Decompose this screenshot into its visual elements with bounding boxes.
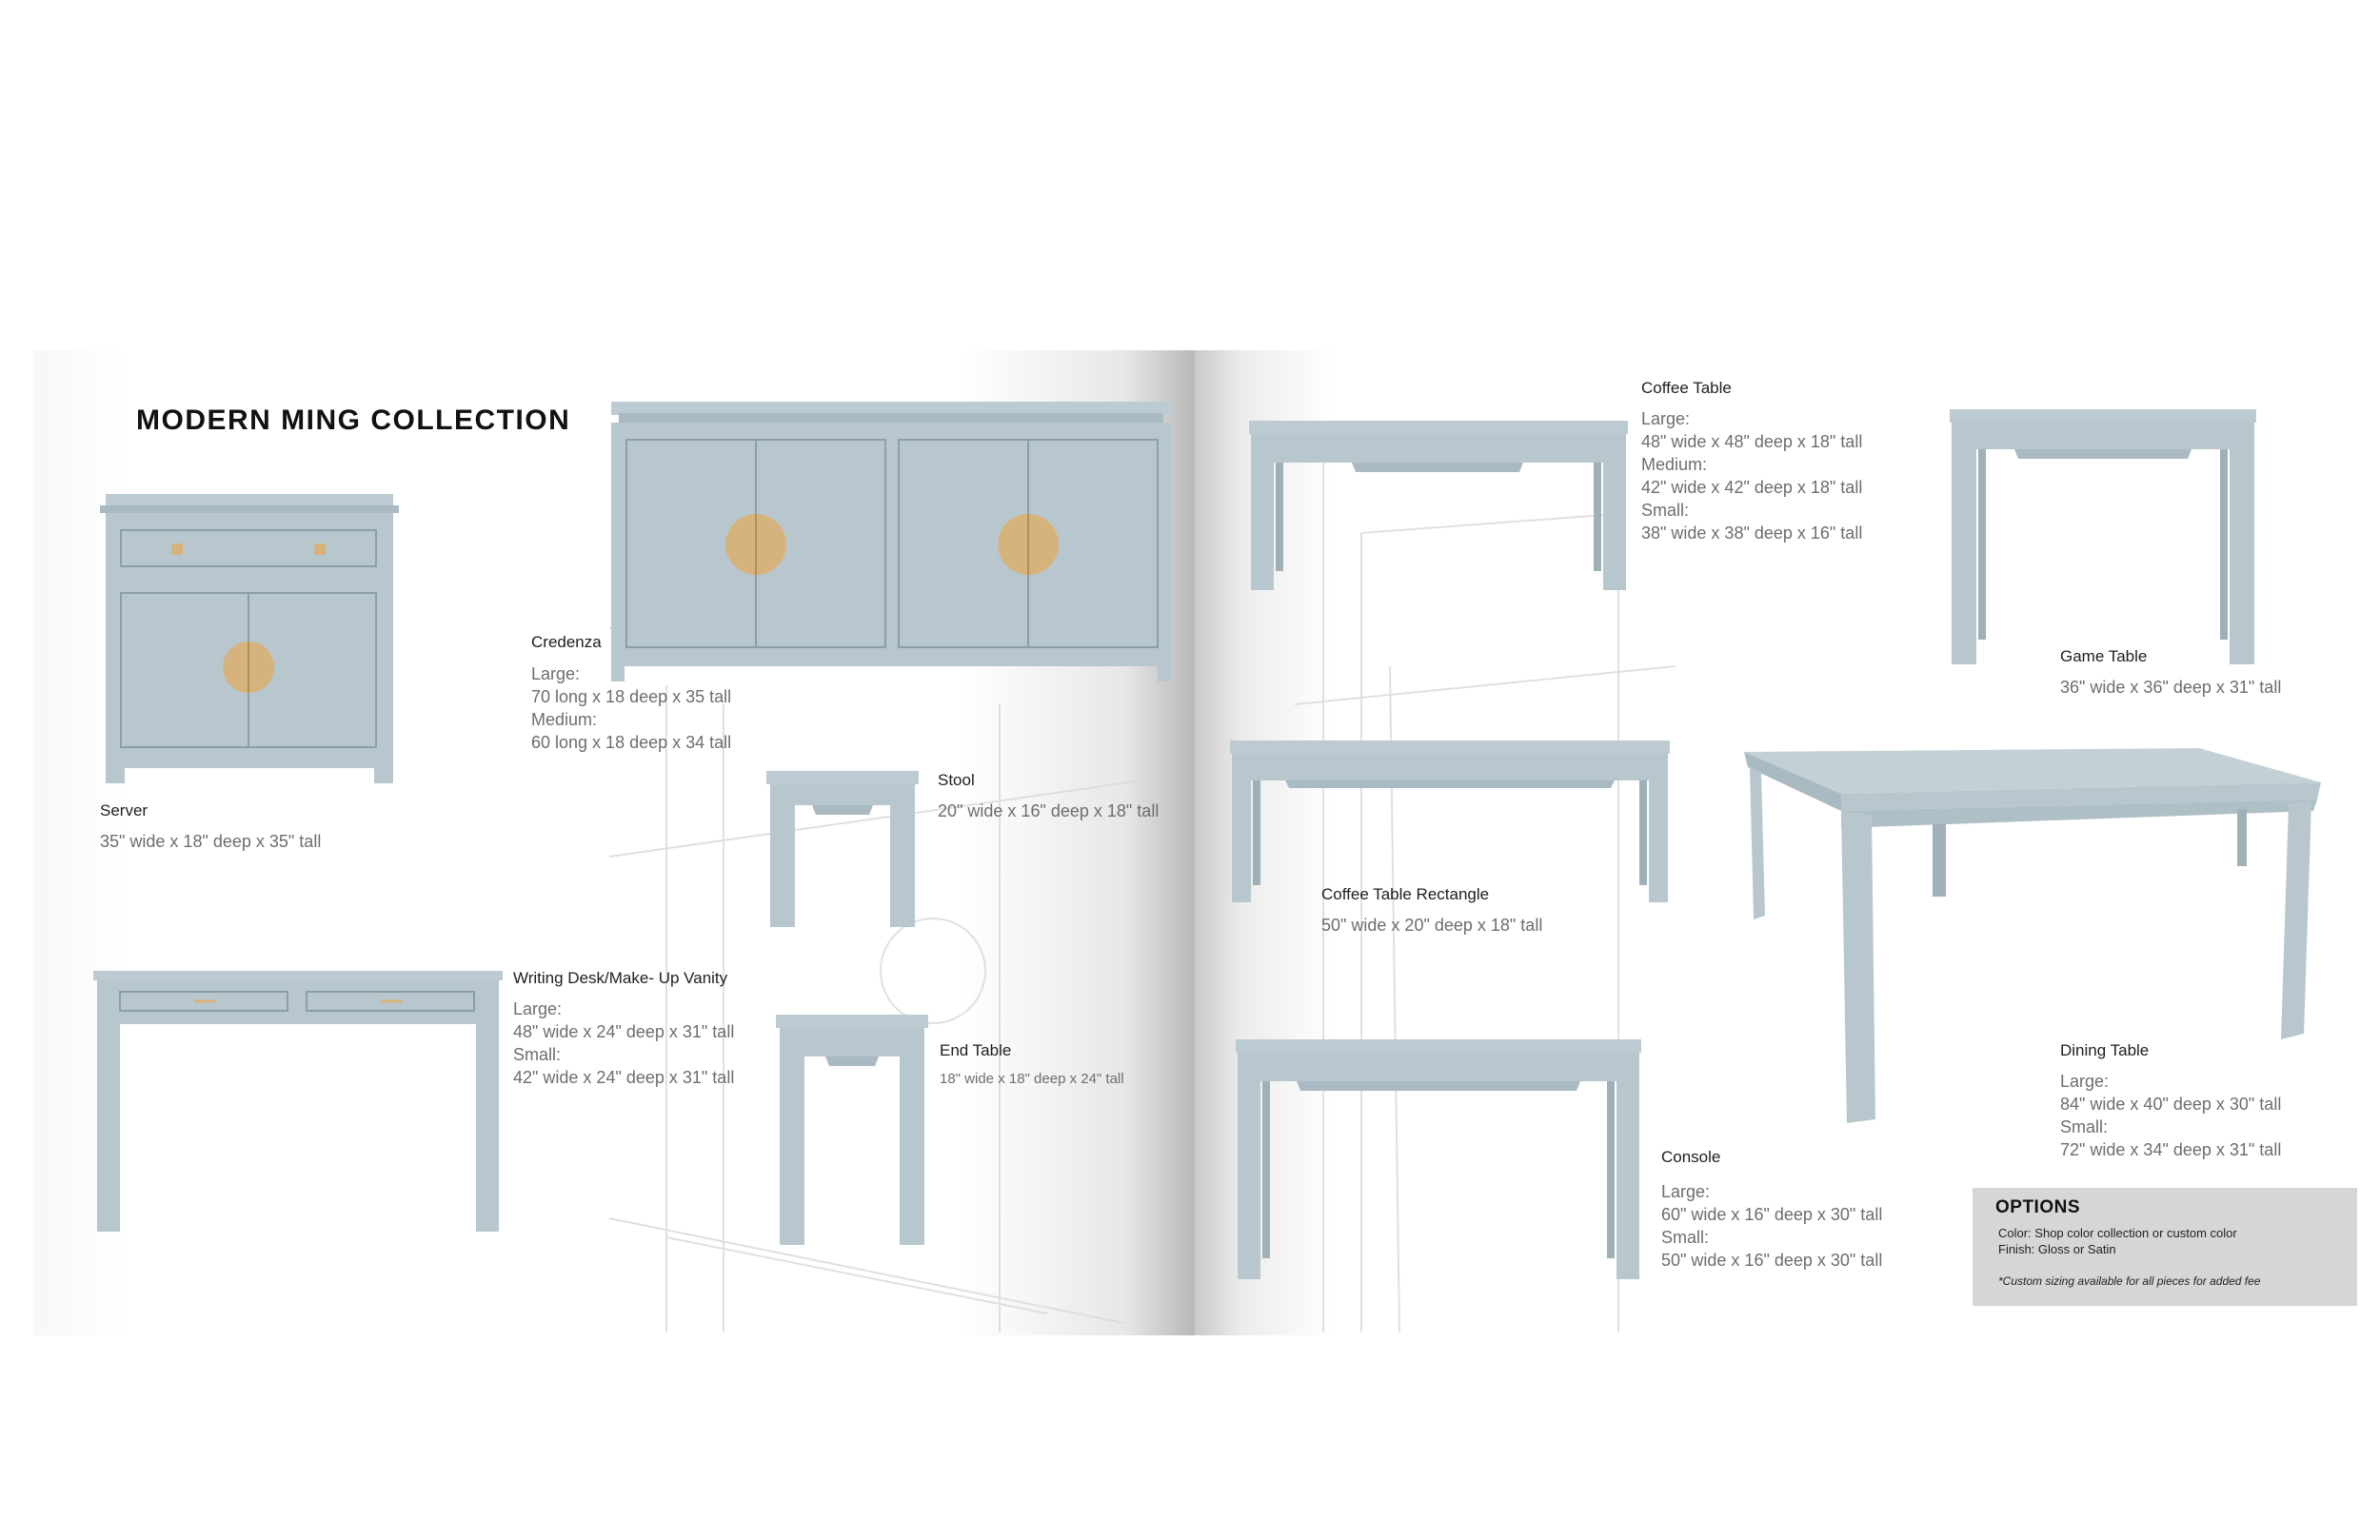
coffee-table-image: [1249, 421, 1628, 590]
coffee-table-rectangle-image: [1230, 740, 1670, 902]
server-name: Server: [100, 801, 149, 819]
options-color: Color: Shop color collection or custom c…: [1998, 1226, 2237, 1240]
dining-table-dims: Large: 84" wide x 40" deep x 30" tall Sm…: [2060, 1072, 2282, 1159]
coffee-table-name: Coffee Table: [1641, 379, 1732, 397]
options-note: *Custom sizing available for all pieces …: [1998, 1274, 2261, 1288]
console-dims: Large: 60" wide x 16" deep x 30" tall Sm…: [1661, 1182, 1883, 1270]
credenza-image: [611, 402, 1171, 681]
game-table-name: Game Table: [2060, 647, 2148, 665]
dining-table-name: Dining Table: [2060, 1041, 2150, 1059]
game-table-image: [1950, 409, 2256, 664]
coffee-table-dims: Large: 48" wide x 48" deep x 18" tall Me…: [1641, 409, 1863, 543]
console-name: Console: [1661, 1148, 1721, 1166]
credenza-name: Credenza: [531, 633, 602, 651]
stool-image: [766, 771, 919, 927]
end-table-image: [776, 1015, 928, 1245]
game-table-dims: 36" wide x 36" deep x 31" tall: [2060, 678, 2282, 697]
stool-name: Stool: [938, 771, 975, 789]
end-table-name: End Table: [940, 1041, 1012, 1059]
console-image: [1236, 1039, 1641, 1279]
server-dims: 35" wide x 18" deep x 35" tall: [100, 832, 322, 851]
coffee-table-rectangle-dims: 50" wide x 20" deep x 18" tall: [1321, 916, 1543, 935]
credenza-dims: Large: 70 long x 18 deep x 35 tall Mediu…: [531, 664, 732, 752]
coffee-table-rectangle-name: Coffee Table Rectangle: [1321, 885, 1490, 903]
options-box: OPTIONS Color: Shop color collection or …: [1973, 1188, 2357, 1306]
stool-dims: 20" wide x 16" deep x 18" tall: [938, 801, 1160, 820]
options-finish: Finish: Gloss or Satin: [1998, 1242, 2116, 1256]
options-heading: OPTIONS: [1995, 1197, 2081, 1217]
writing-desk-name: Writing Desk/Make- Up Vanity: [513, 969, 728, 987]
collection-title: MODERN MING COLLECTION: [136, 405, 571, 436]
writing-desk-image: [93, 971, 503, 1232]
server-image: [100, 494, 399, 783]
end-table-dims: 18" wide x 18" deep x 24" tall: [940, 1071, 1124, 1087]
dining-table-image: [1744, 748, 2321, 1123]
writing-desk-dims: Large: 48" wide x 24" deep x 31" tall Sm…: [513, 999, 735, 1087]
